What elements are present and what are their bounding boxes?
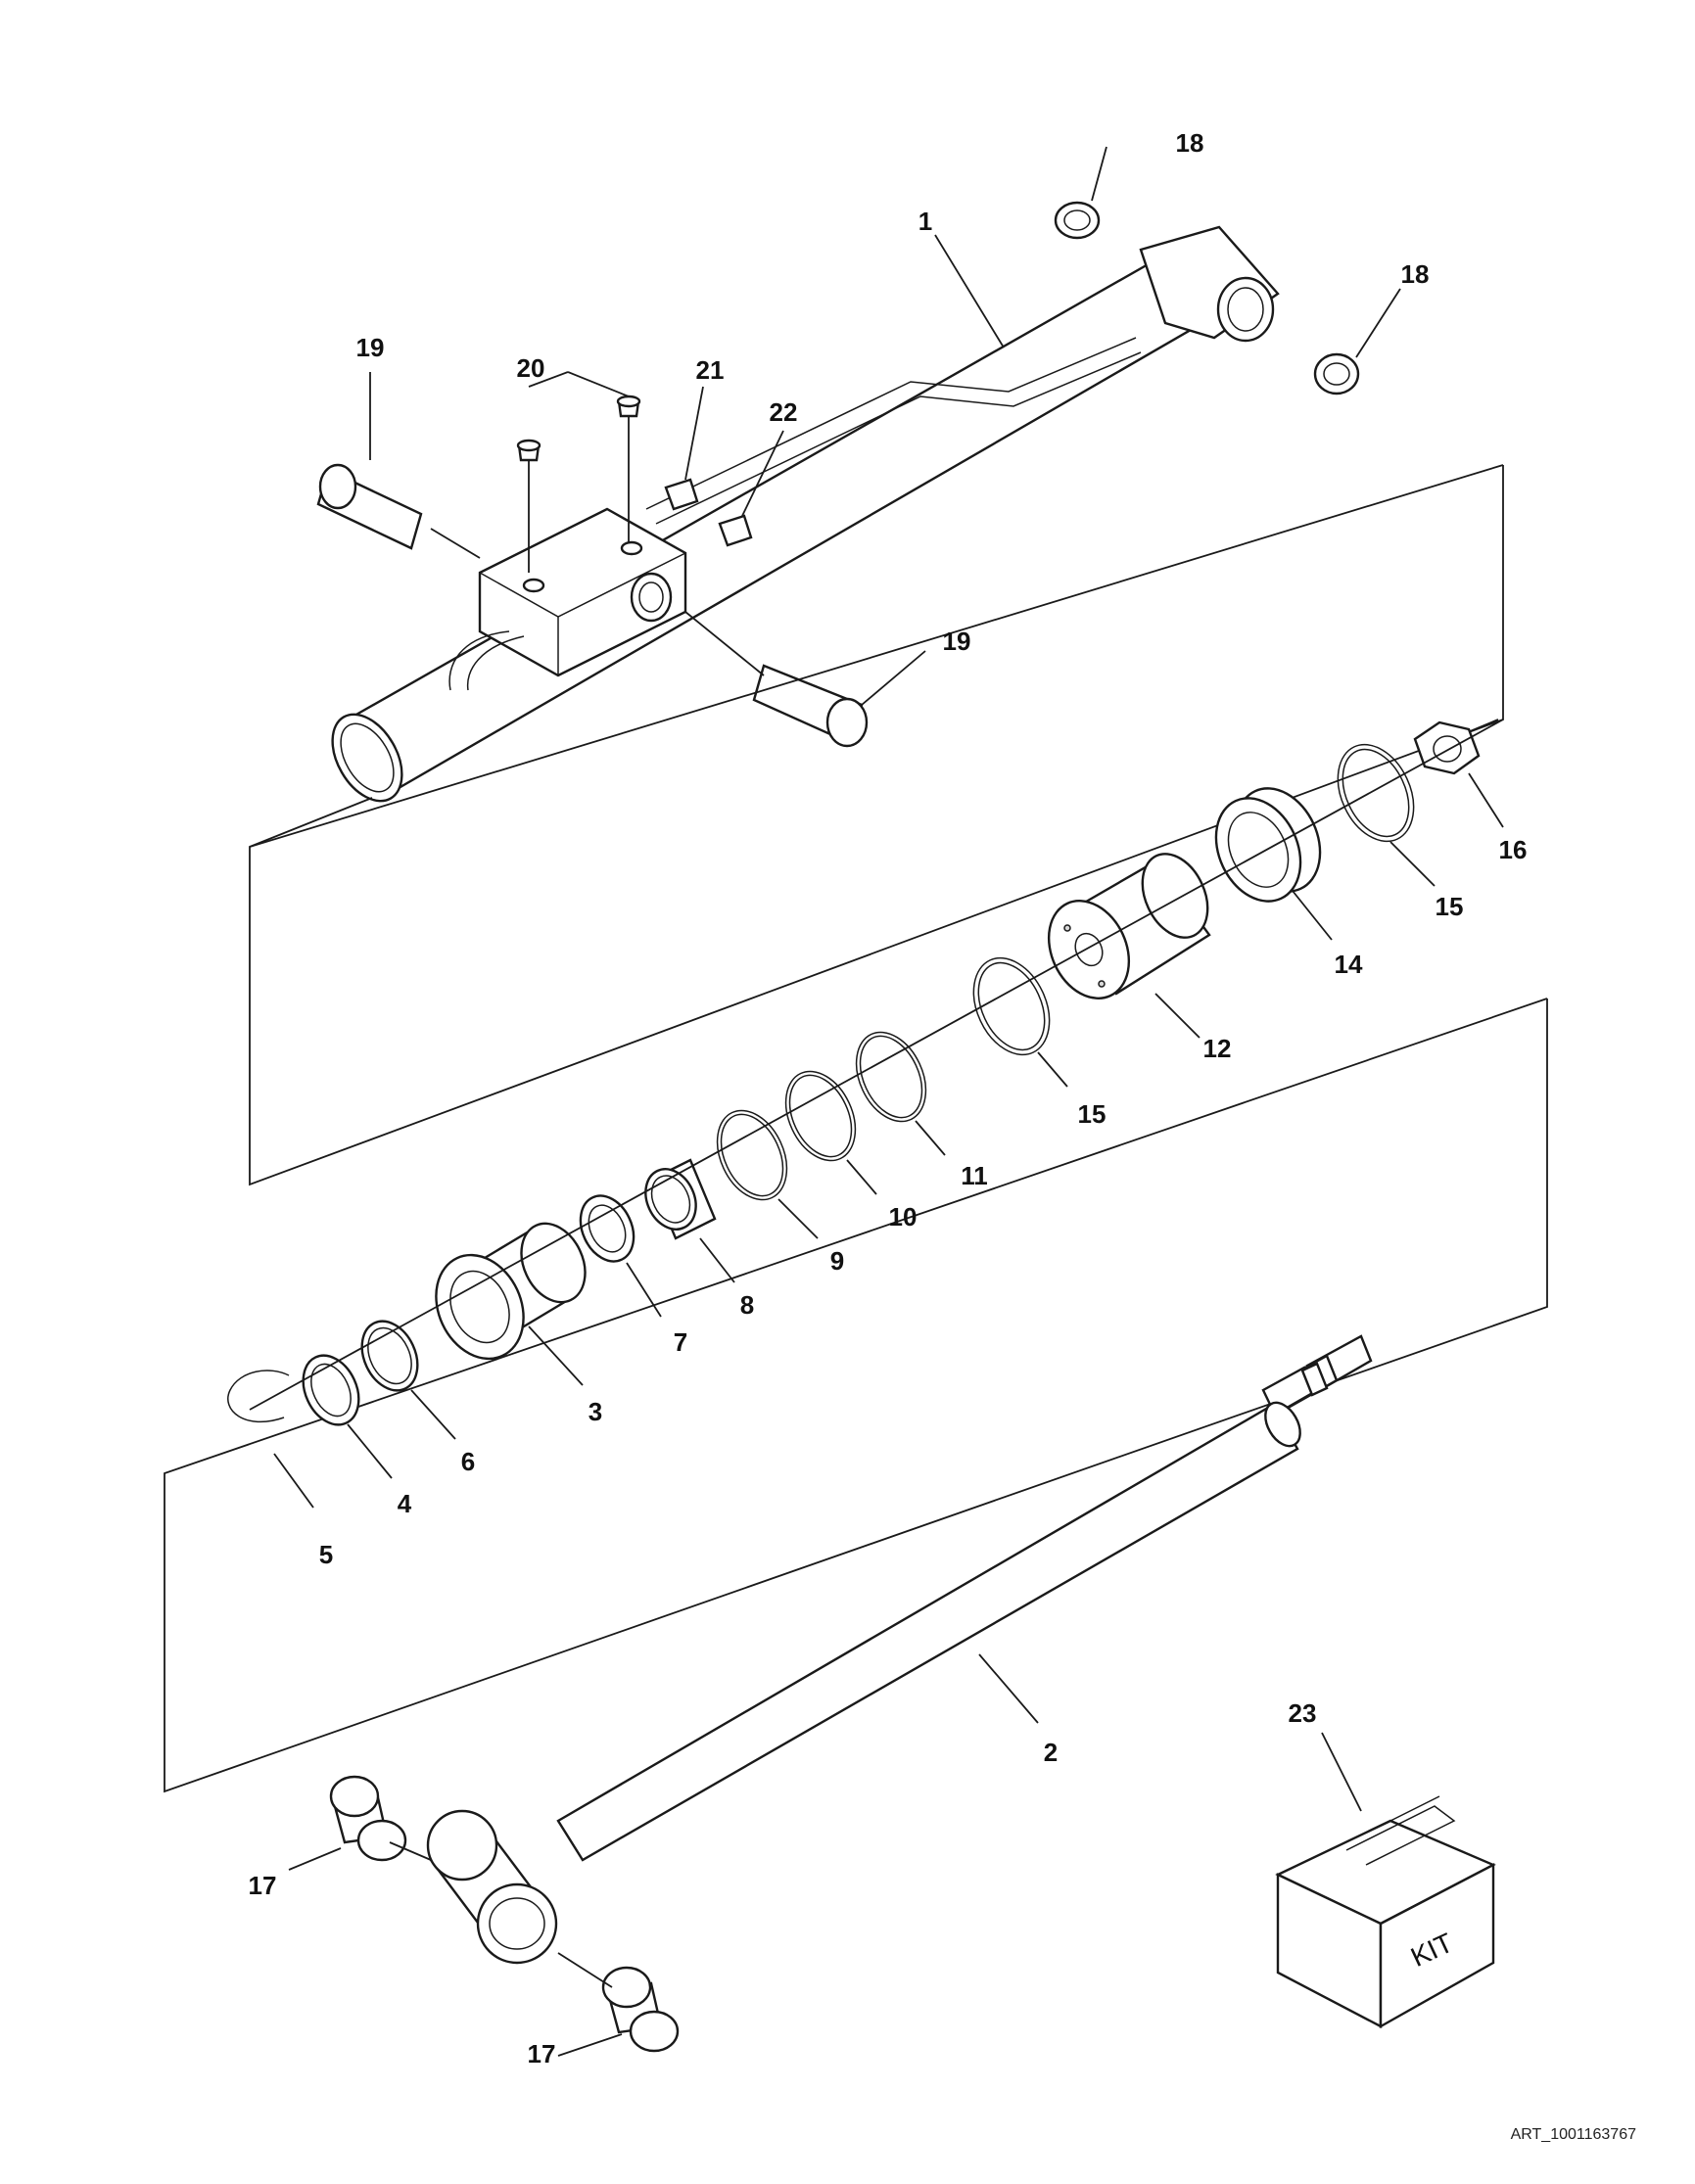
callout-17b: 17 — [528, 2039, 556, 2068]
callout-labels: 1 2 3 4 5 6 7 8 9 10 11 12 14 15 15 16 1… — [249, 128, 1528, 2068]
wiper-seal-7 — [579, 1194, 662, 1318]
callout-9: 9 — [830, 1246, 844, 1276]
piston-wear-ring — [1214, 787, 1333, 941]
callout-15b: 15 — [1078, 1099, 1106, 1129]
callout-5: 5 — [319, 1540, 333, 1569]
callout-15a: 15 — [1436, 892, 1464, 921]
callout-7: 7 — [674, 1327, 687, 1357]
check-fitting — [718, 430, 784, 547]
backup-ring-11 — [855, 1031, 946, 1156]
callout-11: 11 — [961, 1161, 988, 1190]
quick-coupler-fitting-left — [316, 372, 481, 559]
plug-screws — [516, 371, 641, 573]
callout-2: 2 — [1044, 1738, 1058, 1767]
callout-14: 14 — [1335, 950, 1363, 979]
backup-ring-9 — [716, 1109, 819, 1239]
orifice-fitting — [664, 386, 704, 511]
callout-19a: 19 — [356, 333, 385, 362]
callout-21: 21 — [696, 355, 725, 385]
seal-ring-lower — [972, 956, 1068, 1088]
callout-19b: 19 — [943, 627, 971, 656]
callout-18b: 18 — [1401, 259, 1430, 289]
art-reference-id: ART_1001163767 — [1510, 2126, 1636, 2143]
callout-16: 16 — [1499, 835, 1528, 864]
piston — [1047, 853, 1211, 1039]
retaining-snap-ring — [227, 1370, 314, 1509]
piston-nut — [1413, 720, 1504, 828]
o-ring-10 — [784, 1070, 877, 1195]
callout-18a: 18 — [1176, 128, 1204, 158]
callout-23: 23 — [1289, 1698, 1317, 1728]
barrel-assembly — [331, 225, 1280, 803]
pin-bushing-upper — [1054, 146, 1107, 240]
callout-4: 4 — [398, 1489, 412, 1518]
callout-3: 3 — [589, 1397, 602, 1426]
component-axis-line — [249, 719, 1504, 1411]
rod-eye-bushing-upper — [288, 1775, 432, 1871]
seal-kit-box: KIT — [1275, 1732, 1496, 2029]
quick-coupler-fitting-right — [684, 611, 926, 748]
pin-bushing-lower — [1313, 288, 1401, 395]
callout-12: 12 — [1203, 1034, 1232, 1063]
o-ring-6 — [360, 1320, 456, 1440]
rod-eye-bushing-lower — [557, 1952, 680, 2057]
head-bushing — [644, 1158, 735, 1283]
callout-1: 1 — [918, 207, 932, 236]
callout-20: 20 — [517, 353, 545, 383]
callout-6: 6 — [461, 1447, 475, 1476]
callout-22: 22 — [770, 397, 798, 427]
callout-10: 10 — [889, 1202, 918, 1231]
piston-rod — [426, 1334, 1373, 1965]
callout-8: 8 — [740, 1290, 754, 1320]
cylinder-head-gland — [435, 1222, 587, 1386]
callout-17a: 17 — [249, 1871, 277, 1900]
